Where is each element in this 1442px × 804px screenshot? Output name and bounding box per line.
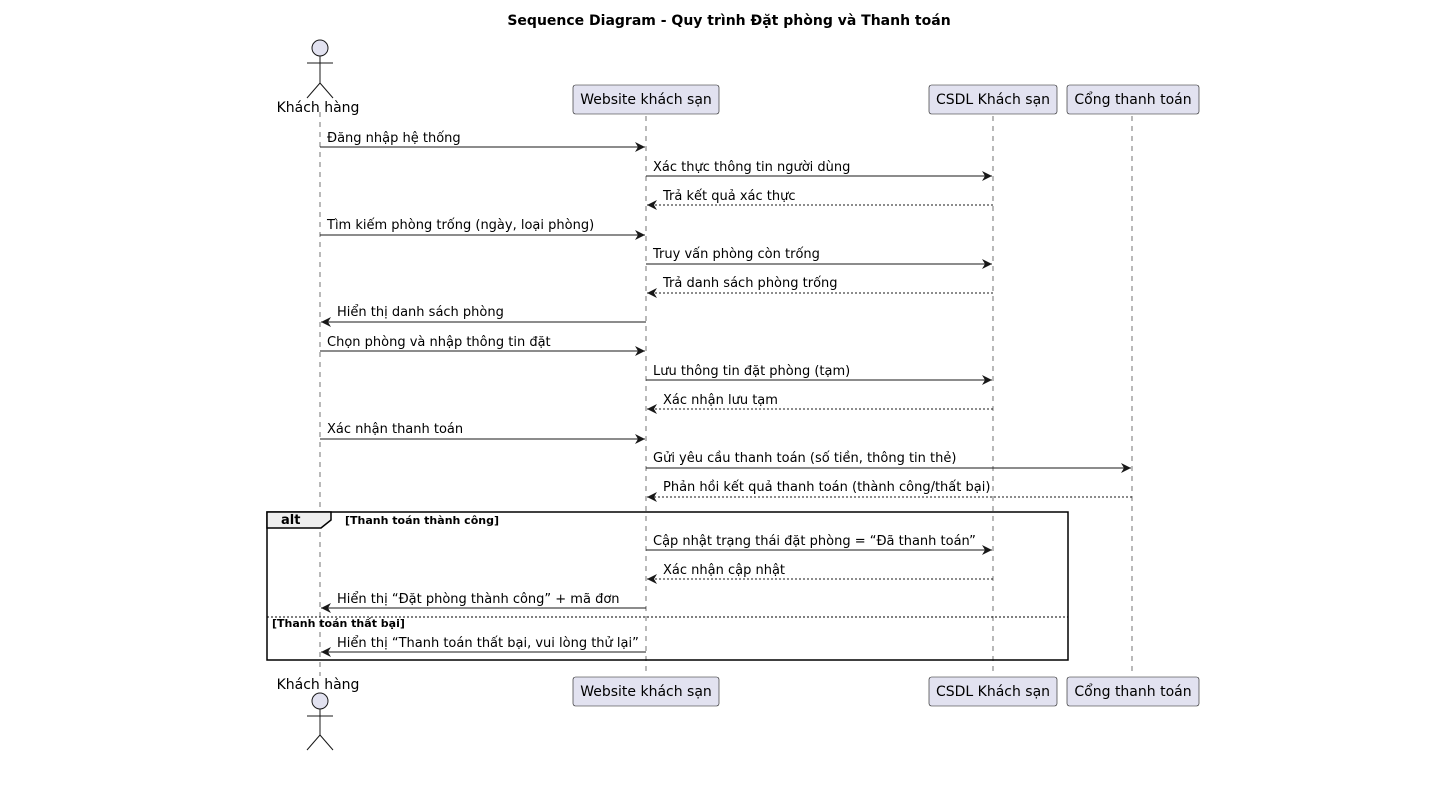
- fragment-guard: [Thanh toán thành công]: [345, 514, 499, 527]
- message-label: Phản hồi kết quả thanh toán (thành công/…: [663, 480, 990, 495]
- message: Chọn phòng và nhập thông tin đặt: [320, 335, 645, 356]
- participant-csdl-bottom: CSDL Khách sạn: [928, 676, 1058, 707]
- participant-label: Website khách sạn: [580, 92, 712, 108]
- participant-label: CSDL Khách sạn: [936, 92, 1050, 108]
- message-label: Trả kết quả xác thực: [662, 189, 795, 204]
- message-label: Tìm kiếm phòng trống (ngày, loại phòng): [326, 218, 594, 233]
- message: Phản hồi kết quả thanh toán (thành công/…: [647, 480, 1132, 502]
- participant-label: Cổng thanh toán: [1074, 683, 1191, 700]
- message: Xác nhận thanh toán: [320, 422, 645, 444]
- message-label: Xác nhận thanh toán: [327, 422, 463, 437]
- actor-label: Khách hàng: [277, 677, 360, 693]
- message-label: Chọn phòng và nhập thông tin đặt: [327, 335, 551, 350]
- message-label: Đăng nhập hệ thống: [327, 131, 461, 146]
- message-label: Hiển thị danh sách phòng: [337, 305, 504, 320]
- message-label: Cập nhật trạng thái đặt phòng = “Đã than…: [653, 534, 976, 549]
- message: Đăng nhập hệ thống: [320, 131, 645, 152]
- participant-payment-gateway-top: Cổng thanh toán: [1066, 84, 1200, 115]
- participant-label: Cổng thanh toán: [1074, 91, 1191, 108]
- diagram-title: Sequence Diagram - Quy trình Đặt phòng v…: [507, 13, 950, 29]
- fragment-frame: [266, 511, 1069, 661]
- participant-payment-gateway-bottom: Cổng thanh toán: [1066, 676, 1200, 707]
- message-label: Xác nhận cập nhật: [663, 563, 785, 578]
- message: Gửi yêu cầu thanh toán (số tiền, thông t…: [646, 451, 1131, 473]
- participant-csdl-top: CSDL Khách sạn: [928, 84, 1058, 115]
- message: Tìm kiếm phòng trống (ngày, loại phòng): [320, 218, 645, 240]
- message-label: Hiển thị “Thanh toán thất bại, vui lòng …: [337, 636, 639, 651]
- fragment-guard: [Thanh toán thất bại]: [272, 617, 405, 630]
- message-label: Gửi yêu cầu thanh toán (số tiền, thông t…: [653, 451, 956, 466]
- message: Hiển thị “Đặt phòng thành công” + mã đơn: [321, 592, 646, 613]
- message: Xác nhận lưu tạm: [647, 393, 993, 414]
- message: Xác thực thông tin người dùng: [646, 160, 992, 181]
- participant-label: Website khách sạn: [580, 684, 712, 700]
- message-label: Xác nhận lưu tạm: [663, 393, 778, 408]
- actor-icon: [306, 692, 334, 751]
- message: Hiển thị danh sách phòng: [321, 305, 646, 327]
- actor-khach-hang-bottom: Khách hàng: [277, 677, 360, 751]
- message-label: Hiển thị “Đặt phòng thành công” + mã đơn: [337, 592, 620, 607]
- message: Xác nhận cập nhật: [647, 563, 993, 584]
- participant-website-bottom: Website khách sạn: [572, 676, 720, 707]
- message-label: Xác thực thông tin người dùng: [653, 160, 850, 175]
- message-label: Trả danh sách phòng trống: [662, 276, 838, 291]
- message: Truy vấn phòng còn trống: [646, 247, 992, 269]
- alt-fragment: alt [Thanh toán thành công] [Thanh toán …: [266, 511, 1069, 661]
- message: Trả kết quả xác thực: [647, 189, 993, 210]
- participant-website-top: Website khách sạn: [572, 84, 720, 115]
- fragment-keyword: alt: [281, 513, 300, 528]
- actor-label: Khách hàng: [277, 100, 360, 116]
- message: Cập nhật trạng thái đặt phòng = “Đã than…: [646, 534, 992, 555]
- actor-icon: [306, 39, 334, 99]
- message-label: Lưu thông tin đặt phòng (tạm): [653, 364, 850, 379]
- message-label: Truy vấn phòng còn trống: [652, 247, 820, 262]
- message: Trả danh sách phòng trống: [647, 276, 993, 298]
- fragment-header: [266, 511, 332, 529]
- lifelines: [319, 112, 1133, 676]
- participant-label: CSDL Khách sạn: [936, 684, 1050, 700]
- message: Lưu thông tin đặt phòng (tạm): [646, 364, 992, 385]
- actor-khach-hang-top: Khách hàng: [277, 39, 360, 116]
- message: Hiển thị “Thanh toán thất bại, vui lòng …: [321, 636, 646, 657]
